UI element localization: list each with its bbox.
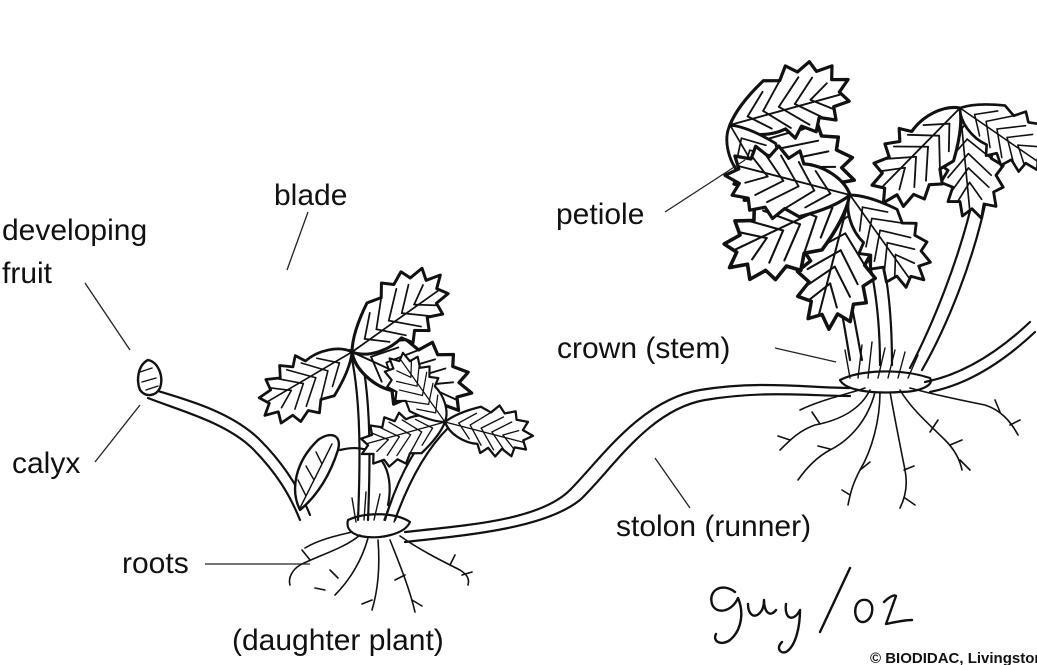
daughter-leaflets-top <box>247 256 483 436</box>
label-calyx: calyx <box>12 447 80 480</box>
daughter-crown <box>348 492 411 537</box>
leader-blade <box>287 212 308 270</box>
label-developing-line1: developing <box>2 214 147 247</box>
artist-signature <box>711 568 912 652</box>
leader-developing-fruit <box>85 283 130 350</box>
label-stolon: stolon (runner) <box>616 510 811 543</box>
leader-crown <box>775 348 836 362</box>
label-petiole: petiole <box>556 198 644 231</box>
label-blade: blade <box>274 179 347 212</box>
leader-calyx <box>95 405 140 462</box>
daughter-roots <box>289 532 472 612</box>
mother-roots <box>778 388 1020 508</box>
label-roots: roots <box>122 547 189 580</box>
daughter-plant <box>138 256 539 612</box>
label-crown: crown (stem) <box>557 332 730 365</box>
label-daughter-plant: (daughter plant) <box>232 624 444 657</box>
label-developing-line2: fruit <box>2 257 53 290</box>
developing-fruit-calyx <box>138 360 161 395</box>
daughter-folded-leaf <box>295 435 339 510</box>
mother-plant <box>710 56 1037 508</box>
mother-crown <box>840 342 931 393</box>
leader-petiole <box>665 160 745 212</box>
copyright-credit: © BIODIDAC, Livingstone <box>870 650 1037 665</box>
mother-leaflets-right-cluster <box>853 78 1037 221</box>
leader-stolon <box>655 458 690 508</box>
